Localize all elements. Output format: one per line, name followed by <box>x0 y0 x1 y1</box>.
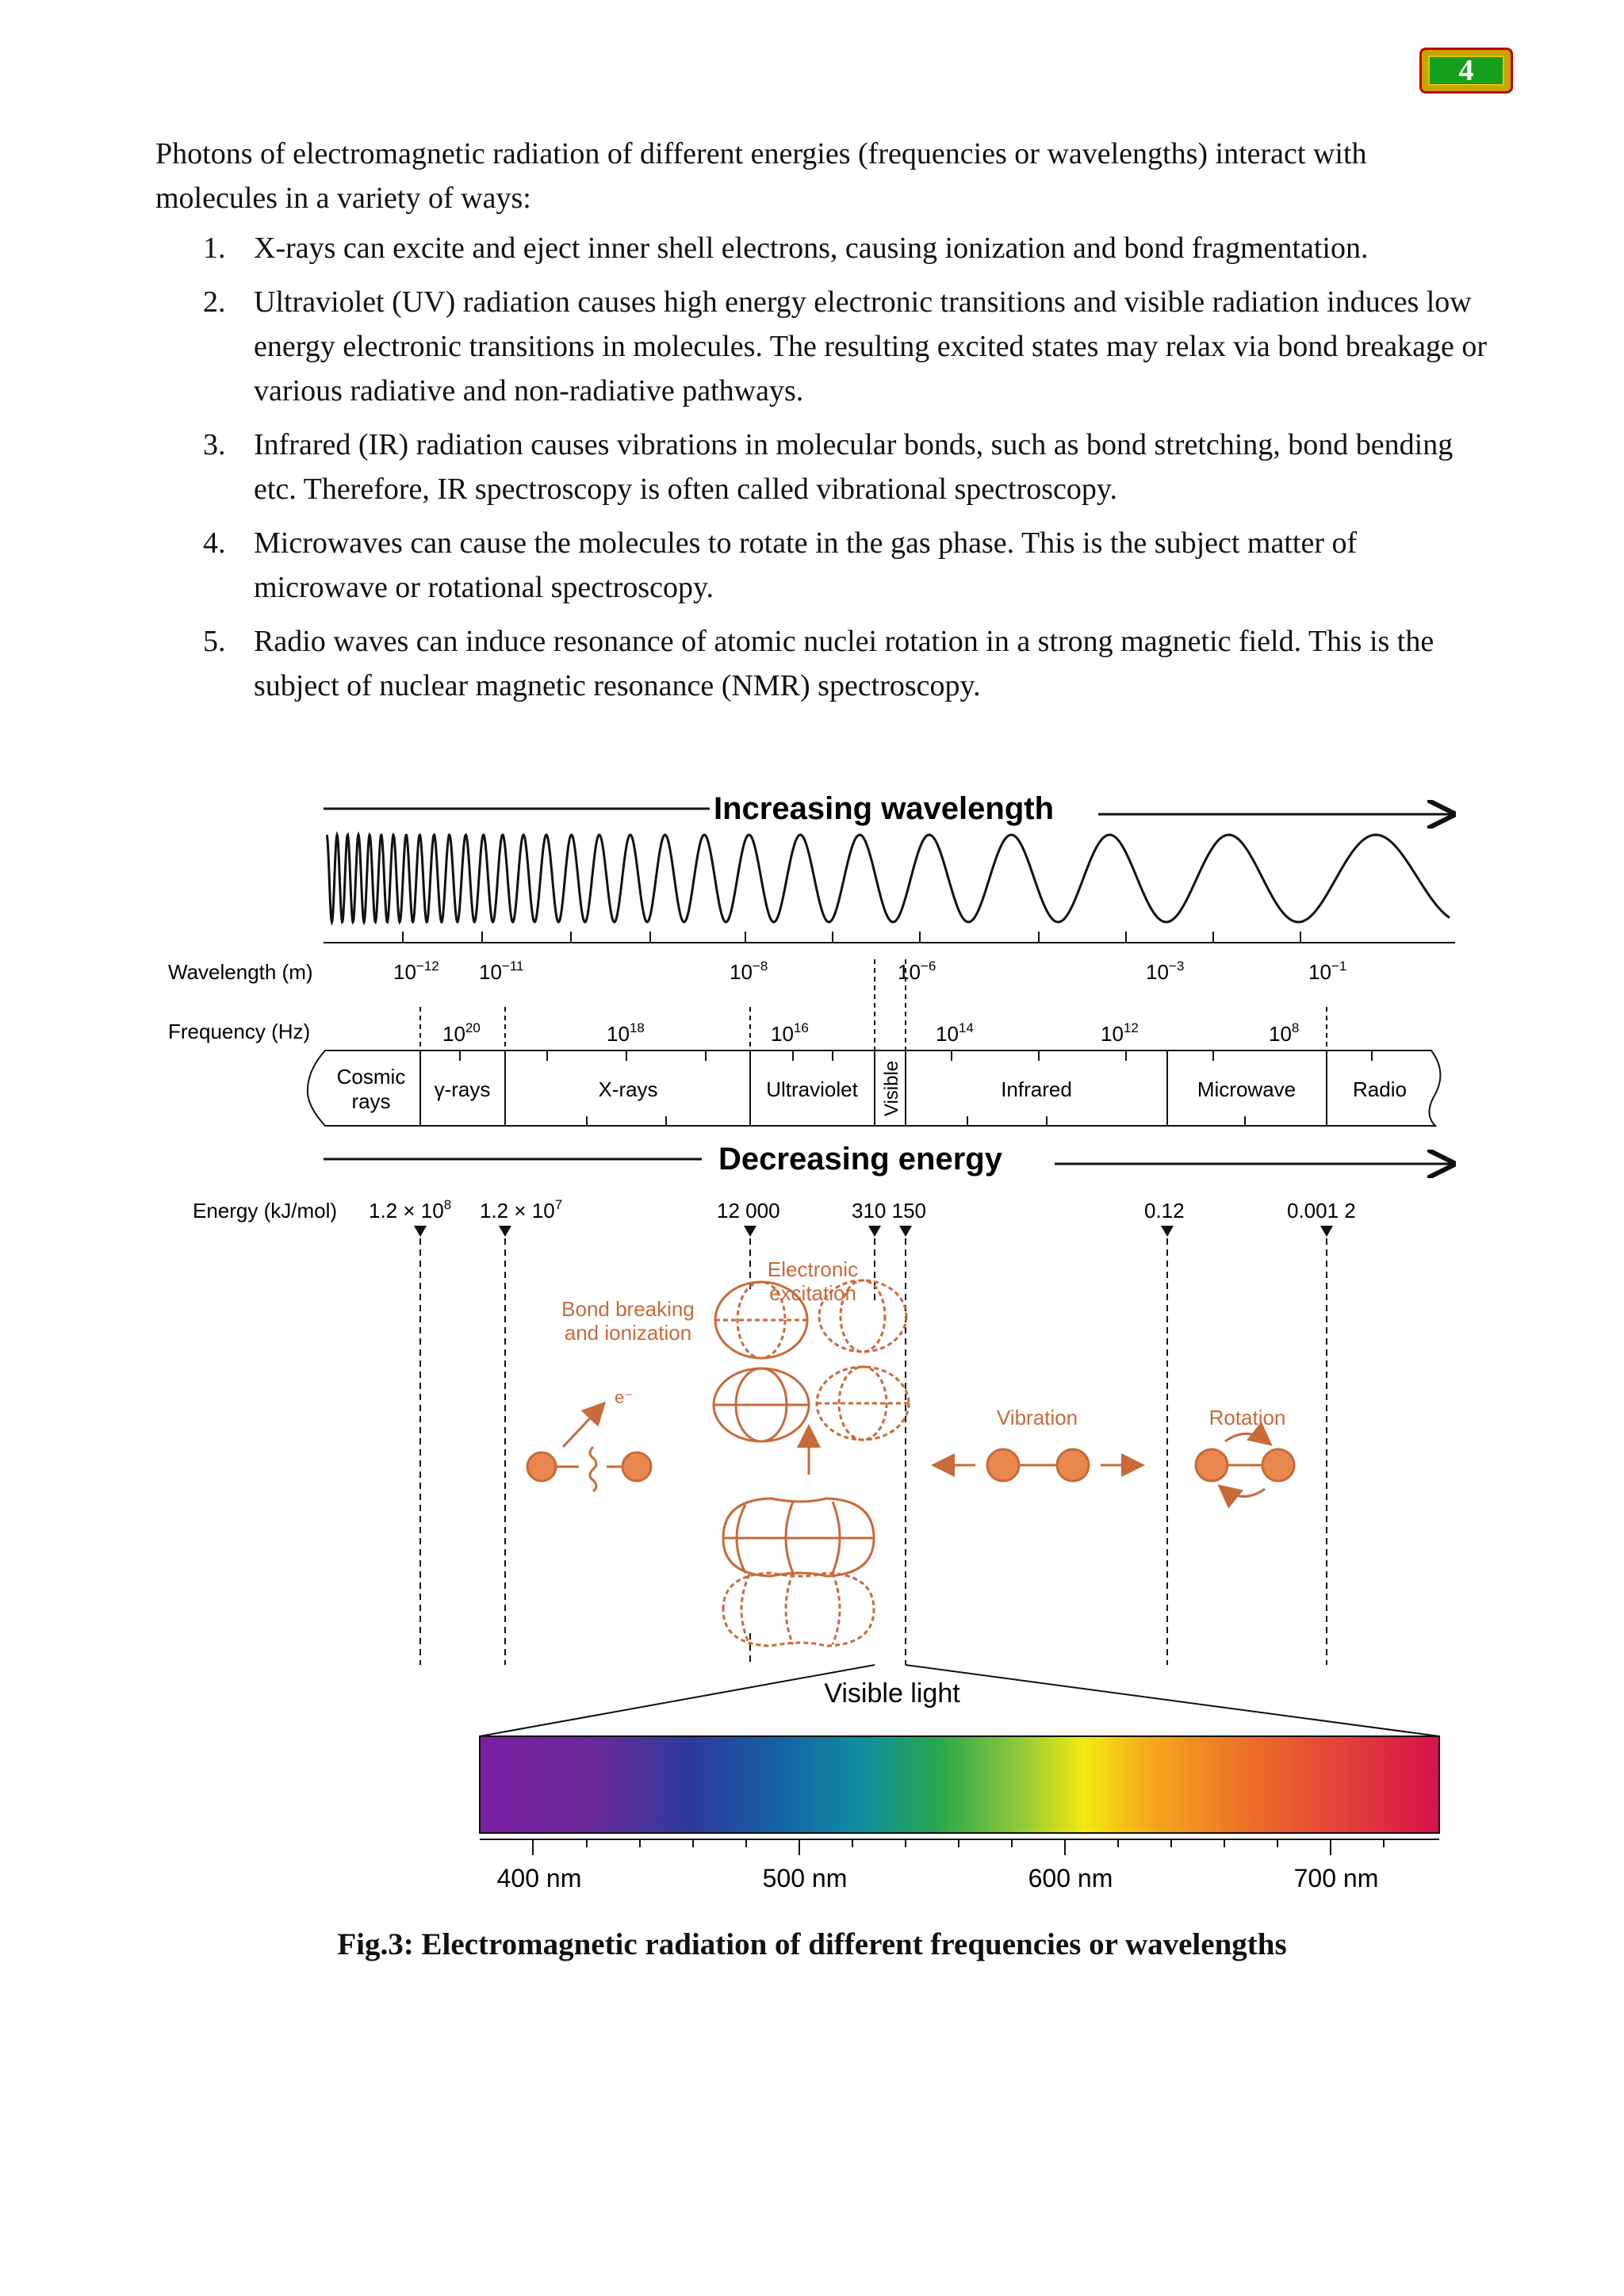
page-number: 4 <box>1428 55 1504 86</box>
region-label-xray: X-rays <box>598 1077 657 1101</box>
list-item: 3. Infrared (IR) radiation causes vibrati… <box>155 423 1488 511</box>
orbital-shapes-icon <box>714 1280 909 1646</box>
rotation-label: Rotation <box>1209 1406 1286 1429</box>
energy-value: 310 150 <box>852 1199 926 1223</box>
rotation-molecule-icon <box>1196 1433 1294 1496</box>
list-item: 5. Radio waves can induce resonance of at… <box>155 619 1488 708</box>
vibration-molecule-icon <box>936 1449 1140 1481</box>
list-number: 2. <box>203 280 226 324</box>
vibration-label: Vibration <box>997 1406 1078 1429</box>
bond-breaking-molecule-icon <box>527 1405 651 1491</box>
figure-caption: Fig.3: Electromagnetic radiation of diff… <box>0 1927 1624 1962</box>
wavelength-tick-label: 10−8 <box>730 959 768 984</box>
list-text: Microwaves can cause the molecules to ro… <box>254 526 1357 604</box>
wavelength-axis-label: Wavelength (m) <box>168 960 313 984</box>
list-text: X-rays can excite and eject inner shell … <box>254 232 1368 265</box>
caption-label: Fig.3: <box>337 1927 413 1961</box>
wavelength-tick-label: 10−11 <box>479 959 524 984</box>
list-number: 3. <box>203 423 226 467</box>
visible-spectrum-bar <box>480 1736 1439 1833</box>
energy-value: 0.001 2 <box>1287 1199 1356 1223</box>
interaction-list: 1. X-rays can excite and eject inner shel… <box>155 226 1488 718</box>
list-number: 1. <box>203 226 226 270</box>
nm-tick-label: 600 nm <box>1028 1864 1113 1892</box>
region-label-radio: Radio <box>1353 1077 1407 1101</box>
nm-tick-label: 500 nm <box>763 1864 848 1892</box>
wavelength-tick-label: 10−6 <box>898 959 936 984</box>
frequency-tick-label: 108 <box>1269 1020 1299 1046</box>
energy-value: 1.2 × 107 <box>480 1197 562 1223</box>
wavelength-tick-label: 10−3 <box>1146 959 1184 984</box>
region-label-uv: Ultraviolet <box>766 1077 858 1101</box>
list-text: Infrared (IR) radiation causes vibration… <box>254 428 1453 506</box>
list-number: 4. <box>203 521 226 565</box>
list-text: Ultraviolet (UV) radiation causes high e… <box>254 285 1487 408</box>
band-connectors <box>420 959 1327 1050</box>
decreasing-energy-label: Decreasing energy <box>718 1142 1003 1177</box>
wavelength-tick-label: 10−12 <box>393 959 439 984</box>
list-item: 2. Ultraviolet (UV) radiation causes high… <box>155 280 1488 413</box>
em-spectrum-figure: Increasing wavelength Wavelength (m) 10−… <box>159 777 1475 1903</box>
wavelength-axis-ticks <box>403 932 1300 943</box>
intro-paragraph: Photons of electromagnetic radiation of … <box>155 132 1488 220</box>
increasing-wavelength-label: Increasing wavelength <box>714 791 1054 826</box>
list-number: 5. <box>203 619 226 664</box>
region-label-visible: Visible <box>881 1061 902 1116</box>
page-number-badge: 4 <box>1419 48 1513 94</box>
frequency-tick-label: 1014 <box>936 1020 974 1046</box>
visible-zoom-line-left <box>480 1665 875 1736</box>
energy-value: 12 000 <box>717 1199 780 1223</box>
frequency-tick-label: 1020 <box>442 1020 481 1046</box>
frequency-tick-label: 1016 <box>771 1020 809 1046</box>
caption-text: Electromagnetic radiation of different f… <box>414 1927 1287 1961</box>
visible-zoom-line-right <box>906 1665 1439 1736</box>
nm-tick-label: 400 nm <box>497 1864 582 1892</box>
frequency-axis-label: Frequency (Hz) <box>168 1020 310 1043</box>
wave-curve <box>327 835 1450 922</box>
list-item: 4. Microwaves can cause the molecules to … <box>155 521 1488 610</box>
nm-axis-ticks <box>533 1839 1384 1855</box>
region-label-gamma: γ-rays <box>435 1077 491 1101</box>
visible-light-label: Visible light <box>824 1678 960 1709</box>
frequency-tick-label: 1012 <box>1101 1020 1139 1046</box>
energy-axis-label: Energy (kJ/mol) <box>193 1199 337 1223</box>
list-item: 1. X-rays can excite and eject inner shel… <box>155 226 1488 270</box>
energy-value: 1.2 × 108 <box>369 1197 451 1223</box>
nm-tick-label: 700 nm <box>1294 1864 1379 1892</box>
electron-label: e⁻ <box>615 1387 634 1407</box>
list-text: Radio waves can induce resonance of atom… <box>254 625 1434 702</box>
frequency-tick-label: 1018 <box>607 1020 645 1046</box>
energy-pointers <box>414 1226 1333 1237</box>
region-label-ir: Infrared <box>1001 1077 1072 1101</box>
region-label-microwave: Microwave <box>1197 1077 1296 1101</box>
energy-value: 0.12 <box>1144 1199 1185 1223</box>
wavelength-tick-label: 10−1 <box>1308 959 1346 984</box>
